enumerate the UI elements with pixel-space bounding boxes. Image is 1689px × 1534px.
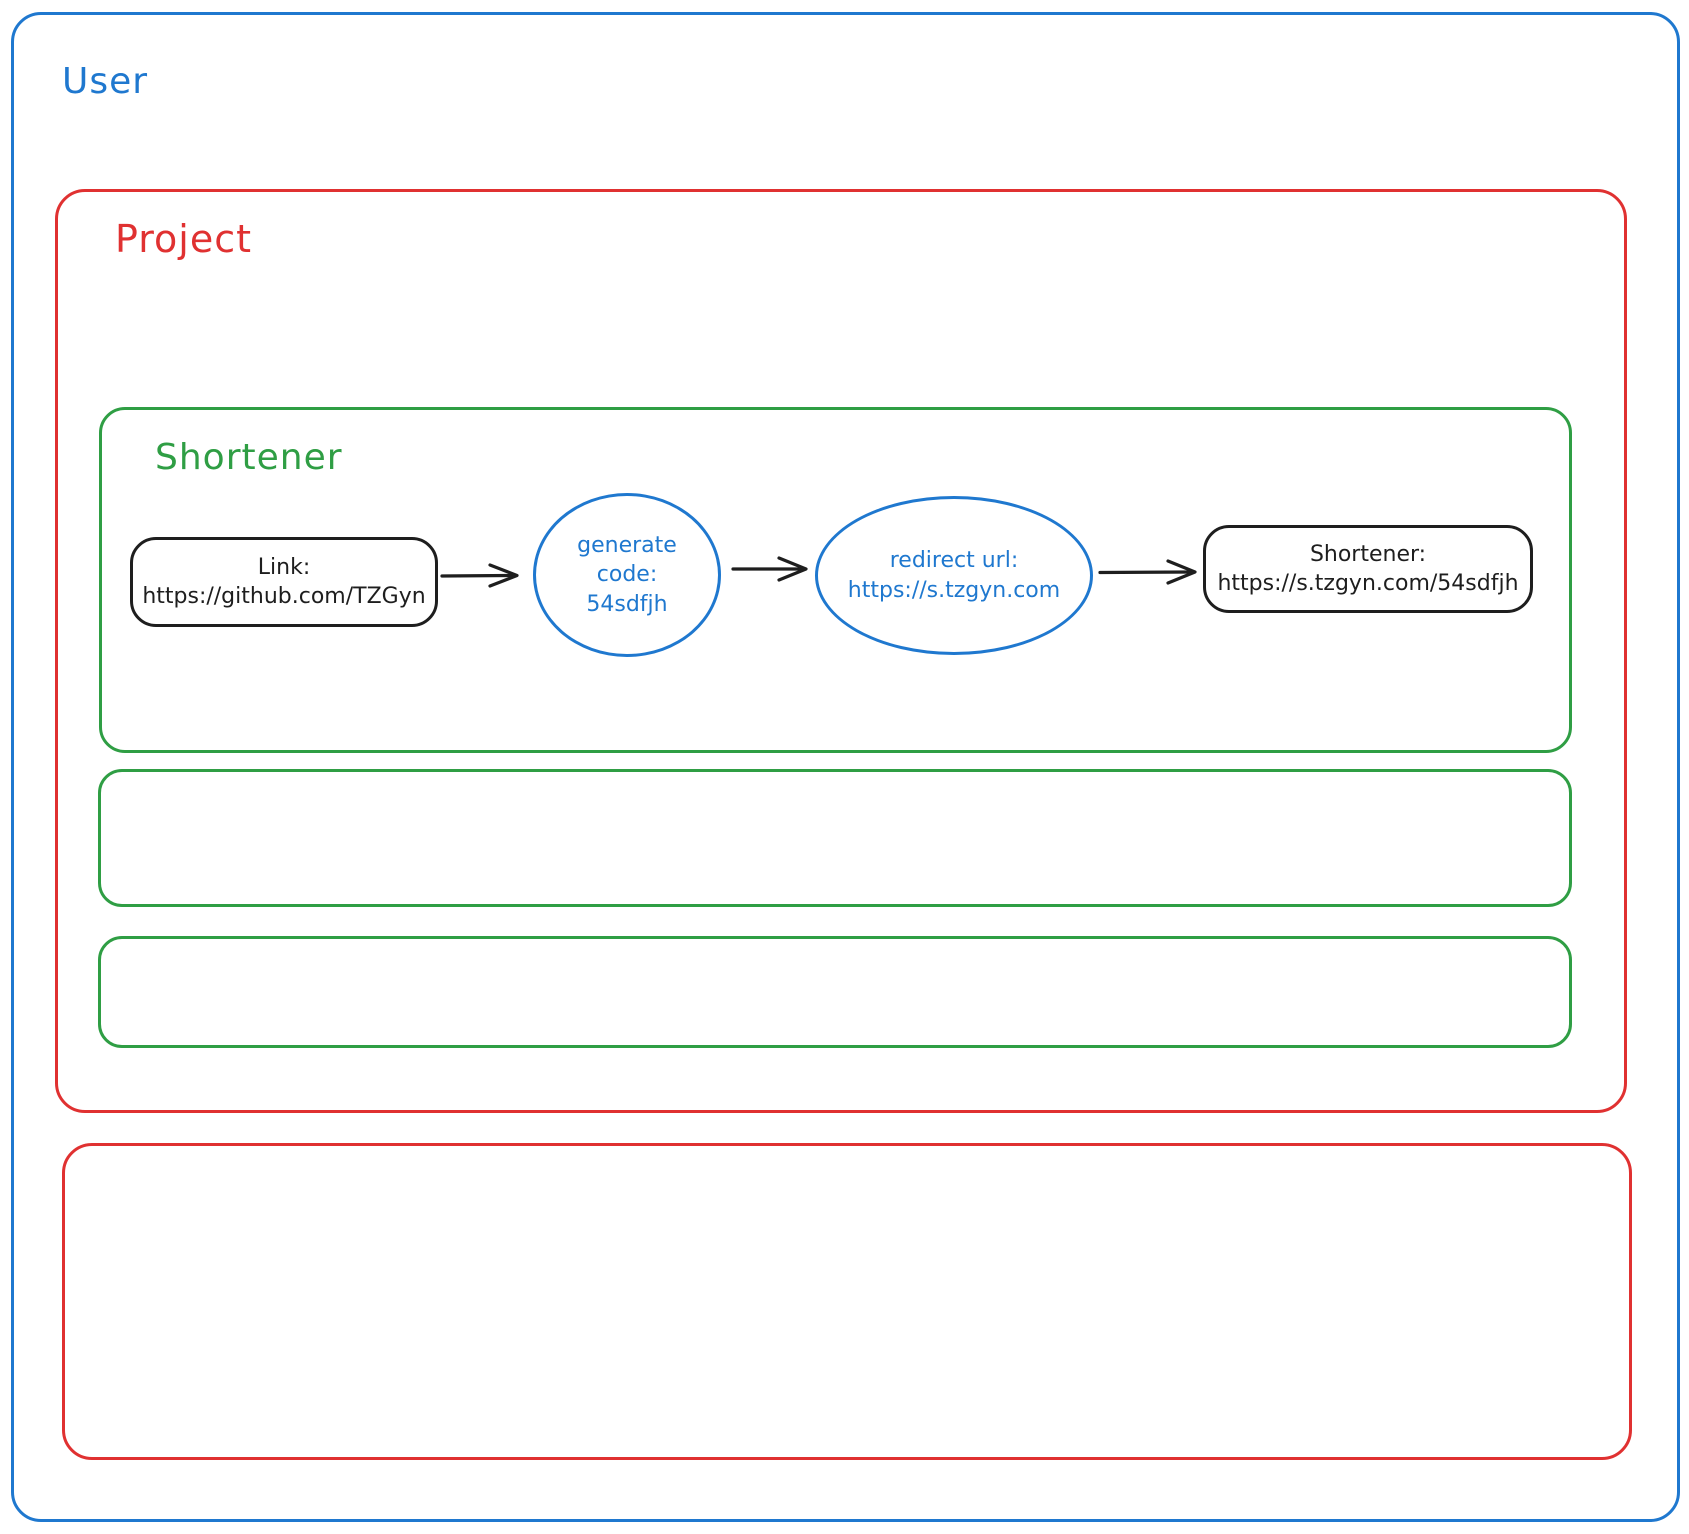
empty-green-row-1 <box>98 769 1572 907</box>
link-node-url: https://github.com/TZGyn <box>142 584 426 609</box>
generate-code-line2: code: <box>596 562 658 588</box>
project-container-label: Project <box>115 217 253 261</box>
generate-code-line1: generate <box>577 533 677 559</box>
shortener-container-label: Shortener <box>155 437 343 478</box>
link-node: Link: https://github.com/TZGyn <box>130 537 438 627</box>
project-container <box>55 189 1627 1113</box>
user-container-label: User <box>62 61 149 102</box>
redirect-url-line1: redirect url: <box>889 548 1019 574</box>
arrow-icon <box>440 563 519 588</box>
redirect-url-node: redirect url: https://s.tzgyn.com <box>815 496 1093 655</box>
generate-code-node: generate code: 54sdfjh <box>533 493 721 657</box>
empty-green-row-2 <box>98 936 1572 1048</box>
user-container <box>11 12 1680 1522</box>
link-node-title: Link: <box>257 554 311 580</box>
empty-red-container <box>62 1143 1632 1460</box>
arrow-icon <box>731 556 808 582</box>
shortener-result-title: Shortener: <box>1309 541 1427 567</box>
arrow-icon <box>1098 559 1197 585</box>
generate-code-line3: 54sdfjh <box>586 591 668 617</box>
shortener-result-node: Shortener: https://s.tzgyn.com/54sdfjh <box>1203 525 1533 613</box>
shortener-container <box>99 407 1572 753</box>
shortener-result-url: https://s.tzgyn.com/54sdfjh <box>1217 571 1519 596</box>
redirect-url-line2: https://s.tzgyn.com <box>847 577 1061 603</box>
